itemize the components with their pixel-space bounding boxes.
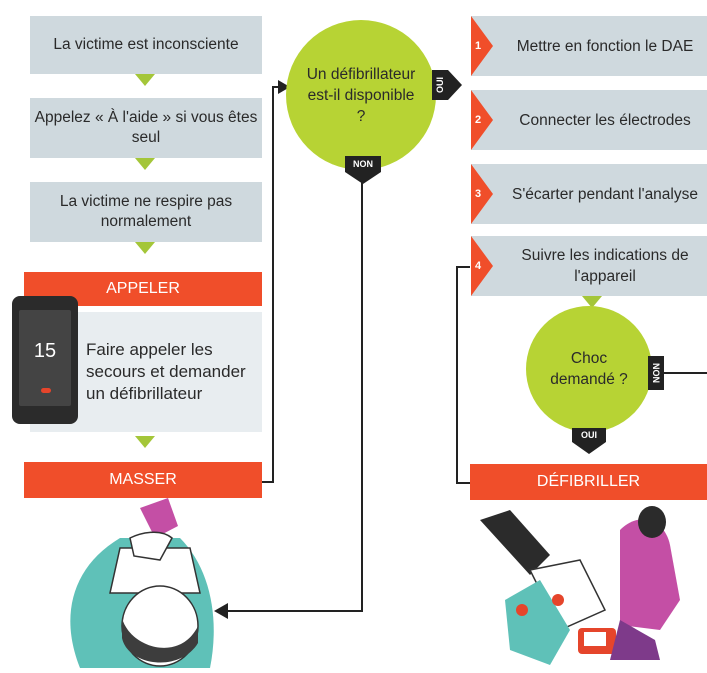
step-not-breathing: La victime ne respire pas normalement — [30, 182, 262, 242]
dae-step-1: 1 Mettre en fonction le DAE — [471, 16, 707, 76]
non-tag: NON — [648, 356, 664, 390]
connector-line — [456, 482, 470, 484]
right-arrow-icon — [278, 80, 290, 94]
dae-step-3-text: S'écarter pendant l'analyse — [511, 185, 698, 203]
down-arrow-icon — [135, 158, 155, 170]
dae-step-2: 2 Connecter les électrodes — [471, 90, 707, 150]
decision-shock-text: Choc demandé ? — [550, 350, 628, 388]
step-number-badge: 3 — [471, 164, 493, 224]
step-call-help-text: Appelez « À l'aide » si vous êtes seul — [34, 109, 258, 146]
connector-line — [262, 481, 274, 483]
step-unconscious-text: La victime est inconsciente — [53, 36, 239, 53]
masser-bar: MASSER — [24, 462, 262, 498]
appeler-label: APPELER — [106, 280, 180, 297]
connector-line — [361, 182, 363, 612]
step-number-badge: 4 — [471, 236, 493, 296]
defibriller-bar: DÉFIBRILLER — [470, 464, 707, 500]
dae-step-4: 4 Suivre les indications de l'appareil — [471, 236, 707, 296]
step-unconscious: La victime est inconsciente — [30, 16, 262, 74]
right-arrow-icon — [448, 70, 462, 100]
decision-shock-required: Choc demandé ? — [526, 306, 652, 432]
left-arrow-icon — [214, 603, 228, 619]
down-arrow-icon — [582, 296, 602, 308]
call-instructions-text: Faire appeler les secours et demander un… — [86, 340, 246, 403]
defibriller-label: DÉFIBRILLER — [536, 473, 641, 490]
defibrillation-illustration — [480, 506, 680, 665]
connector-line — [664, 372, 707, 374]
connector-line — [272, 86, 274, 483]
non-tag: NON — [345, 156, 381, 172]
down-arrow-icon — [135, 242, 155, 254]
dae-step-1-text: Mettre en fonction le DAE — [516, 37, 694, 55]
call-instructions: Faire appeler les secours et demander un… — [86, 314, 262, 430]
step-call-help: Appelez « À l'aide » si vous êtes seul — [30, 98, 262, 158]
dae-step-2-text: Connecter les électrodes — [519, 111, 691, 129]
dae-step-4-text: Suivre les indications de l'appareil — [521, 247, 689, 285]
phone-icon: 15 — [12, 296, 78, 424]
decision-defibrillator-text: Un défibrillateur est-il disponible ? — [306, 65, 416, 125]
step-not-breathing-text: La victime ne respire pas normalement — [59, 193, 233, 230]
connector-line — [456, 266, 458, 484]
masser-label: MASSER — [109, 471, 177, 488]
connector-line — [228, 610, 363, 612]
step-number-badge: 1 — [471, 16, 493, 76]
dae-step-3: 3 S'écarter pendant l'analyse — [471, 164, 707, 224]
connector-line — [456, 266, 470, 268]
phone-screen: 15 — [19, 310, 71, 406]
down-arrow-icon — [572, 442, 606, 454]
oui-tag: OUI — [572, 428, 606, 442]
connector-line — [272, 86, 280, 88]
phone-number: 15 — [33, 340, 57, 362]
down-arrow-icon — [135, 436, 155, 448]
oui-tag: OUI — [432, 70, 448, 100]
step-number-badge: 2 — [471, 90, 493, 150]
down-arrow-icon — [135, 74, 155, 86]
hangup-icon — [41, 388, 51, 393]
cpr-illustration — [70, 498, 214, 668]
down-arrow-icon — [345, 172, 381, 184]
decision-defibrillator-available: Un défibrillateur est-il disponible ? — [286, 20, 436, 170]
